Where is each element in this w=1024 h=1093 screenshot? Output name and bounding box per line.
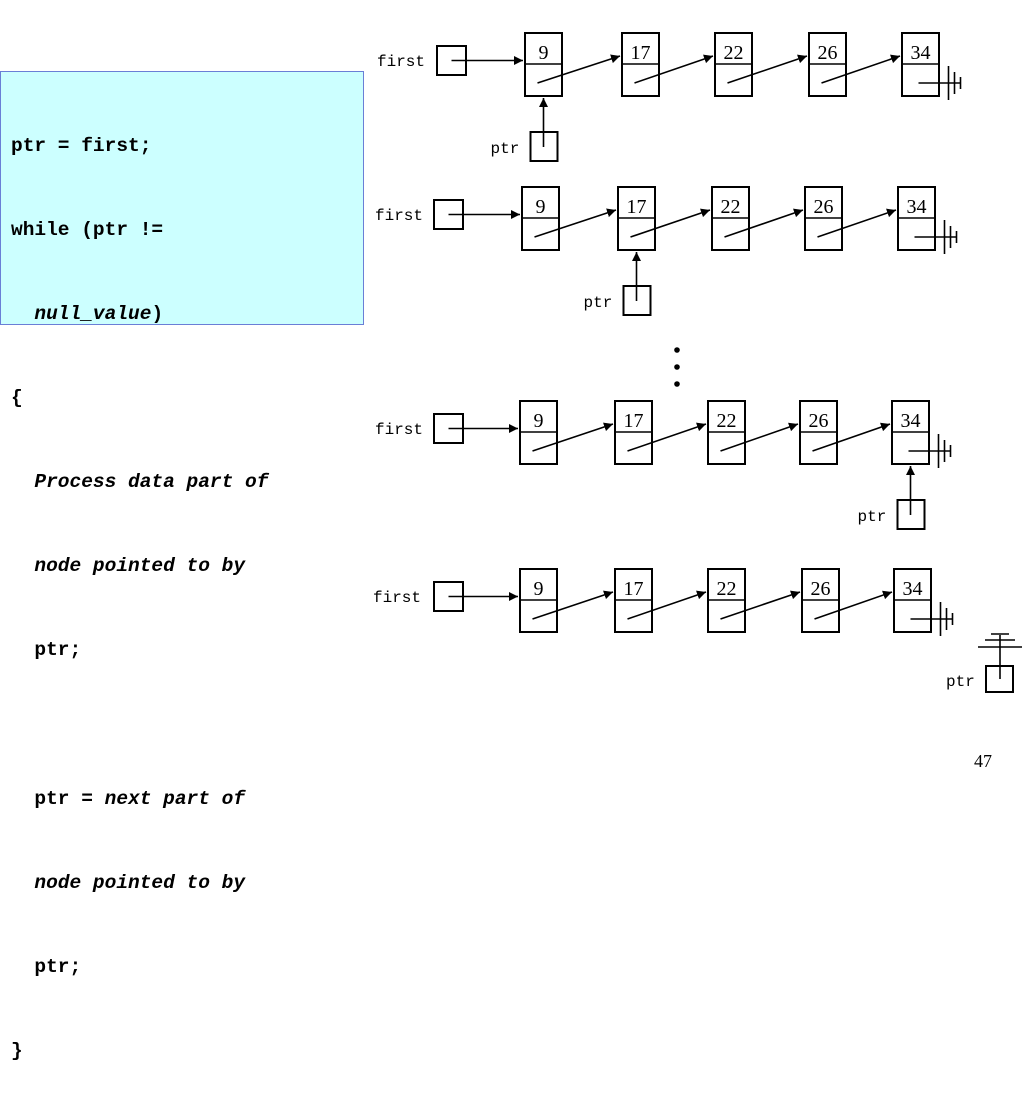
code-line-6: node pointed to by [11, 552, 268, 580]
null-ground-icon [918, 66, 962, 100]
page-number: 47 [974, 751, 992, 771]
node-value: 22 [724, 42, 744, 64]
code-close-paren: ) [151, 303, 164, 325]
code-line-9: node pointed to by [11, 869, 268, 897]
next-arrow [532, 590, 614, 620]
code-box [0, 71, 364, 325]
list-row-1: first 9 17 22 26 34 ptr [377, 32, 962, 162]
code-line-7: ptr; [11, 636, 268, 664]
next-arrow [634, 54, 714, 84]
node-17: 17 [614, 568, 707, 633]
list-row-2: first 9 17 22 26 34 ptr [375, 186, 958, 316]
list-row-4: first 9 17 22 26 34 ptr [373, 568, 1022, 693]
null-ground-icon [914, 220, 958, 254]
node-26: 26 [808, 32, 901, 97]
ellipsis-dot-2 [674, 364, 680, 370]
node-17: 17 [617, 186, 711, 251]
code-process-text: Process data part of [34, 471, 269, 493]
null-ground-icon [910, 602, 954, 636]
next-arrow [720, 590, 801, 620]
next-arrow [627, 422, 707, 452]
code-line-5: Process data part of [11, 468, 268, 496]
code-node-pointed-text-2: node pointed to by [34, 872, 246, 894]
node-value: 34 [911, 42, 931, 64]
ptr-label: ptr [584, 294, 613, 312]
node-22: 22 [707, 400, 799, 465]
code-line-10: ptr; [11, 953, 268, 981]
node-22: 22 [714, 32, 808, 97]
code-null-value: null_value [34, 303, 152, 325]
node-value: 22 [717, 410, 737, 432]
first-label: first [373, 589, 421, 607]
node-value: 26 [818, 42, 838, 64]
code-line-3: null_value) [11, 300, 268, 328]
node-22: 22 [707, 568, 801, 633]
next-arrow [532, 422, 614, 452]
next-arrow [821, 54, 901, 84]
node-value: 26 [814, 196, 834, 218]
node-value: 34 [907, 196, 927, 218]
next-arrow [720, 422, 799, 452]
next-arrow [534, 208, 617, 238]
code-next-part: next part of [104, 788, 246, 810]
node-value: 17 [631, 42, 651, 64]
node-17: 17 [614, 400, 707, 465]
next-arrow [812, 422, 891, 452]
code-line-1: ptr = first; [11, 135, 152, 157]
node-34: 34 [891, 400, 952, 468]
next-arrow [630, 208, 711, 238]
node-value: 17 [624, 410, 644, 432]
code-node-pointed-text: node pointed to by [34, 555, 246, 577]
code-ptr-text-2: ptr; [34, 956, 82, 978]
node-value: 9 [536, 196, 546, 218]
list-row-3: first 9 17 22 26 34 ptr [375, 400, 952, 530]
node-34: 34 [897, 186, 958, 254]
node-value: 17 [627, 196, 647, 218]
node-9: 9 [519, 568, 614, 633]
node-17: 17 [621, 32, 714, 97]
next-arrow [817, 208, 897, 238]
node-value: 9 [534, 410, 544, 432]
node-value: 22 [717, 578, 737, 600]
next-arrow [727, 54, 808, 84]
ptr-label: ptr [858, 508, 887, 526]
code-ptr-text: ptr; [34, 639, 82, 661]
node-22: 22 [711, 186, 804, 251]
code-line-4: { [11, 387, 23, 409]
ptr-label: ptr [946, 673, 975, 691]
node-value: 34 [901, 410, 921, 432]
node-26: 26 [799, 400, 891, 465]
node-9: 9 [521, 186, 617, 251]
node-26: 26 [801, 568, 893, 633]
first-label: first [377, 53, 425, 71]
node-value: 26 [811, 578, 831, 600]
next-arrow [814, 590, 893, 620]
node-9: 9 [524, 32, 621, 97]
node-34: 34 [893, 568, 954, 636]
node-value: 22 [721, 196, 741, 218]
next-arrow [724, 208, 804, 238]
code-line-11: } [11, 1040, 23, 1062]
first-label: first [375, 207, 423, 225]
ptr-label: ptr [491, 140, 520, 158]
node-value: 17 [624, 578, 644, 600]
node-value: 26 [809, 410, 829, 432]
null-ground-icon [908, 434, 952, 468]
node-value: 9 [534, 578, 544, 600]
code-line-2: while (ptr != [11, 219, 164, 241]
ellipsis-dot-3 [674, 381, 680, 387]
node-26: 26 [804, 186, 897, 251]
linked-list-diagram: first 9 17 22 26 34 ptr first 9 17 22 26 34 ptr first 9… [373, 32, 1022, 693]
next-arrow [537, 54, 621, 84]
code-ptr-assign: ptr = [34, 788, 105, 810]
node-value: 34 [903, 578, 923, 600]
node-value: 9 [539, 42, 549, 64]
node-34: 34 [901, 32, 962, 100]
first-label: first [375, 421, 423, 439]
ellipsis-dot-1 [674, 347, 680, 353]
next-arrow [627, 590, 707, 620]
node-9: 9 [519, 400, 614, 465]
